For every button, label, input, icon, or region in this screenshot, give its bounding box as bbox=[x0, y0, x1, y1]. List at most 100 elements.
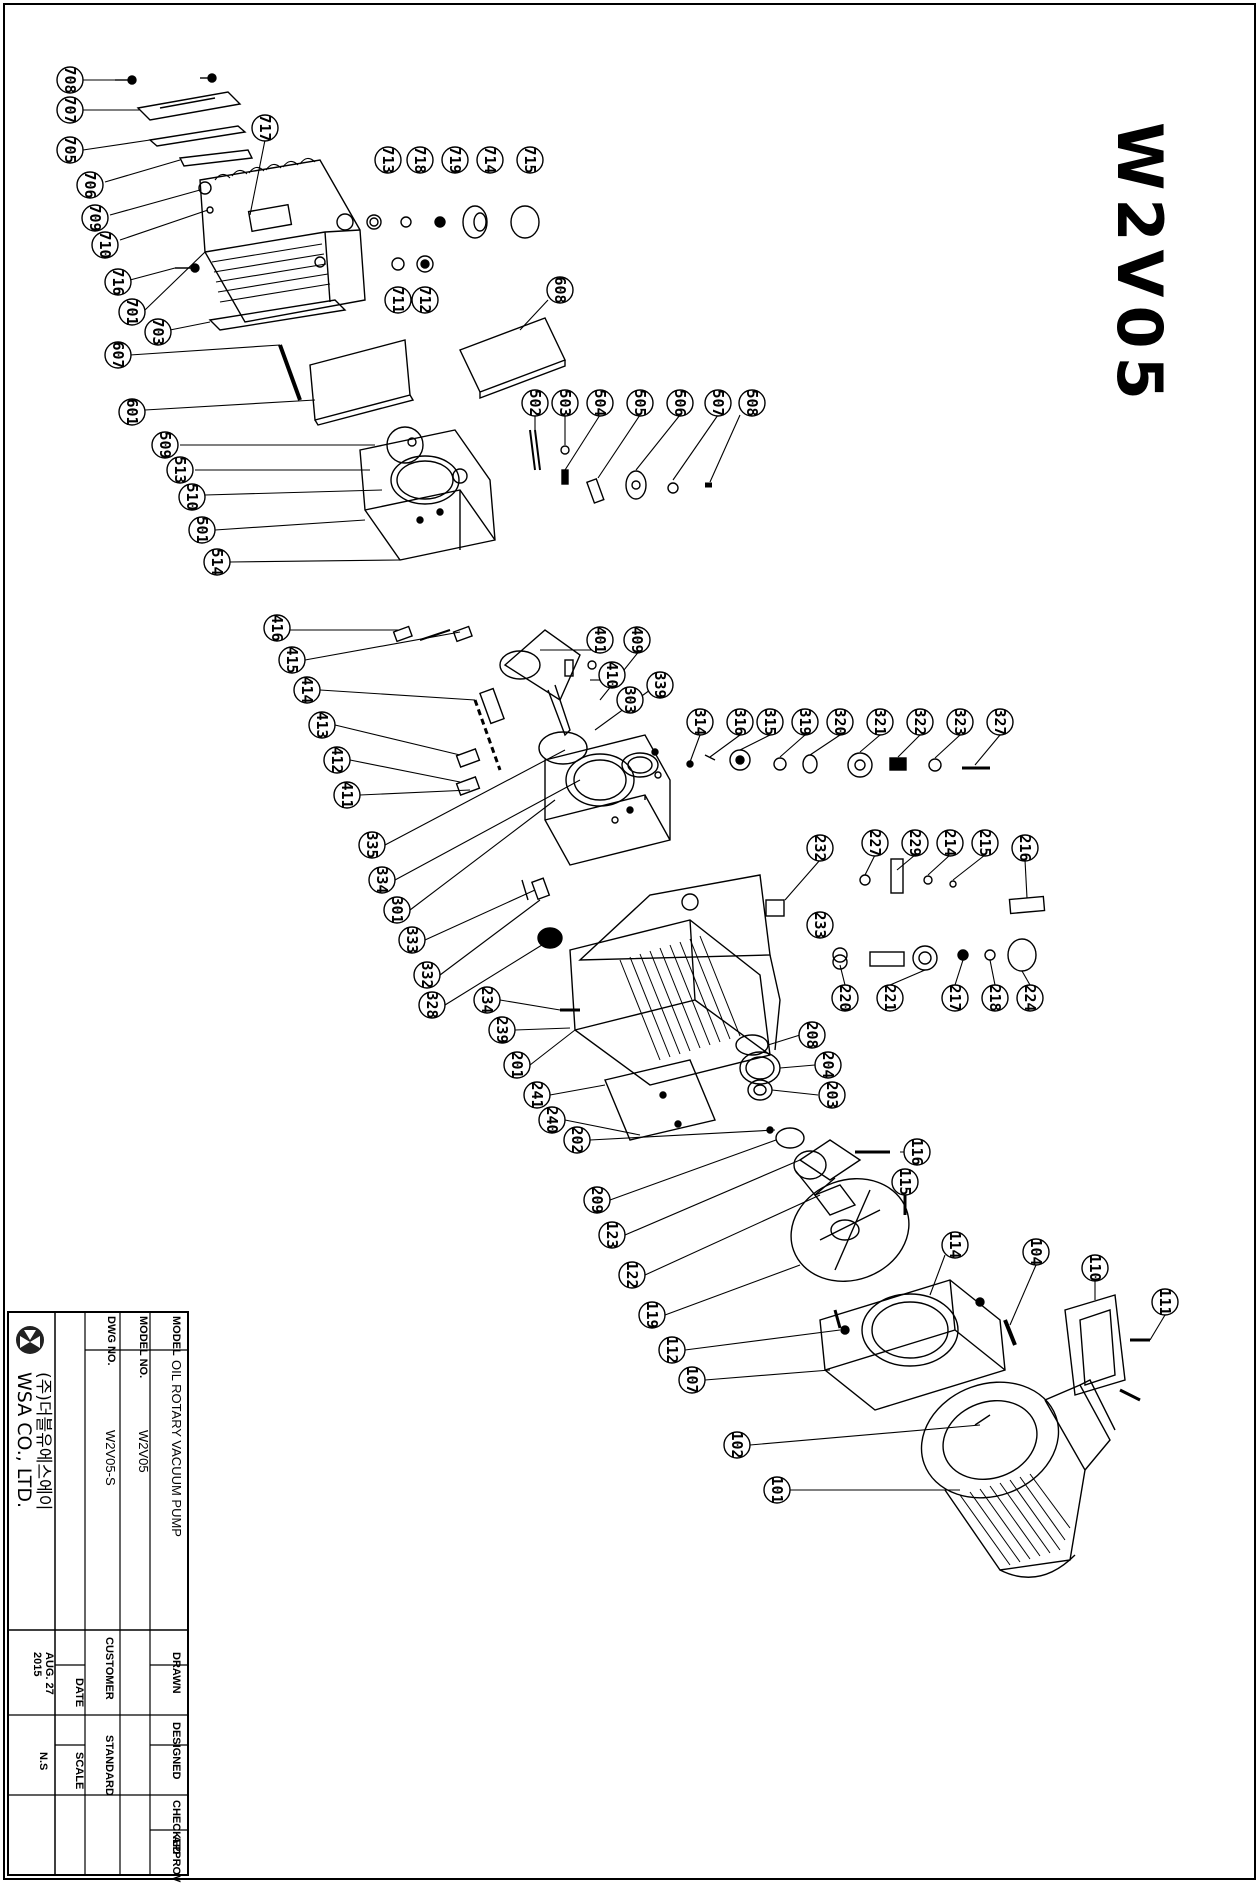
part-balloon-circle bbox=[583, 1186, 611, 1214]
part-balloon-circle bbox=[263, 614, 291, 642]
part-balloon-circle bbox=[866, 708, 894, 736]
part-number-label: 333 bbox=[403, 926, 421, 953]
exhaust-cover-assembly bbox=[115, 73, 540, 331]
part-balloon-712: 712 bbox=[411, 286, 439, 314]
part-balloon-circle bbox=[598, 661, 626, 689]
part-balloon-209: 209 bbox=[583, 1186, 611, 1214]
part-number-label: 502 bbox=[526, 389, 544, 416]
cylinder-block-assembly bbox=[359, 426, 712, 561]
part-balloon-112: 112 bbox=[658, 1336, 686, 1364]
part-balloon-102: 102 bbox=[723, 1431, 751, 1459]
part-balloon-circle bbox=[623, 626, 651, 654]
part-number-label: 215 bbox=[976, 829, 994, 856]
part-balloon-707: 707 bbox=[56, 96, 84, 124]
part-balloon-circle bbox=[523, 1081, 551, 1109]
part-balloon-220: 220 bbox=[831, 984, 859, 1012]
part-balloon-circle bbox=[704, 389, 732, 417]
part-number-label: 321 bbox=[871, 708, 889, 735]
part-balloon-123: 123 bbox=[598, 1221, 626, 1249]
part-number-label: 115 bbox=[896, 1168, 914, 1195]
part-balloon-circle bbox=[398, 926, 426, 954]
part-balloon-circle bbox=[658, 1336, 686, 1364]
part-number-label: 314 bbox=[691, 708, 709, 735]
date-value-line2: 2015 bbox=[31, 1652, 43, 1676]
part-number-label: 322 bbox=[911, 708, 929, 735]
sheet-border bbox=[3, 3, 1256, 1880]
part-balloon-circle bbox=[104, 268, 132, 296]
part-balloon-circle bbox=[521, 389, 549, 417]
part-balloon-114: 114 bbox=[941, 1231, 969, 1259]
part-balloon-circle bbox=[251, 114, 279, 142]
date-label: DATE bbox=[73, 1678, 85, 1707]
part-number-label: 505 bbox=[631, 389, 649, 416]
part-balloon-233: 233 bbox=[806, 911, 834, 939]
part-number-label: 409 bbox=[628, 626, 646, 653]
part-number-label: 339 bbox=[651, 671, 669, 698]
part-balloon-circle bbox=[406, 146, 434, 174]
part-balloon-circle bbox=[488, 1016, 516, 1044]
part-number-label: 514 bbox=[208, 548, 226, 575]
part-balloon-716: 716 bbox=[104, 268, 132, 296]
checked-label: CHECKED bbox=[170, 1800, 182, 1854]
part-number-label: 601 bbox=[123, 398, 141, 425]
part-balloon-circle bbox=[56, 66, 84, 94]
part-number-label: 104 bbox=[1027, 1238, 1045, 1265]
scale-value: N.S bbox=[37, 1752, 49, 1770]
part-number-label: 221 bbox=[881, 984, 899, 1011]
part-number-label: 713 bbox=[379, 146, 397, 173]
part-number-label: 705 bbox=[61, 136, 79, 163]
part-balloon-circle bbox=[666, 389, 694, 417]
part-balloon-circle bbox=[818, 1081, 846, 1109]
part-balloon-circle bbox=[941, 1231, 969, 1259]
part-balloon-301: 301 bbox=[383, 896, 411, 924]
part-balloon-328: 328 bbox=[418, 991, 446, 1019]
part-balloon-332: 332 bbox=[413, 961, 441, 989]
part-number-label: 708 bbox=[61, 66, 79, 93]
part-balloon-227: 227 bbox=[861, 829, 889, 857]
company-english: WSA CO., LTD. bbox=[13, 1372, 35, 1508]
part-balloon-circle bbox=[203, 548, 231, 576]
part-balloon-circle bbox=[726, 708, 754, 736]
part-number-label: 220 bbox=[836, 984, 854, 1011]
part-number-label: 107 bbox=[683, 1366, 701, 1393]
part-balloon-circle bbox=[441, 146, 469, 174]
title-block: MODEL MODEL NO. DWG NO. OIL ROTARY VACUU… bbox=[7, 1311, 189, 1883]
part-balloon-circle bbox=[118, 398, 146, 426]
part-balloon-334: 334 bbox=[368, 866, 396, 894]
part-balloon-701: 701 bbox=[118, 298, 146, 326]
part-number-label: 203 bbox=[823, 1081, 841, 1108]
part-balloon-circle bbox=[144, 318, 172, 346]
part-number-label: 513 bbox=[171, 456, 189, 483]
part-balloon-706: 706 bbox=[76, 171, 104, 199]
part-balloon-circle bbox=[333, 781, 361, 809]
part-balloon-508: 508 bbox=[738, 389, 766, 417]
part-number-label: 216 bbox=[1016, 834, 1034, 861]
part-number-label: 303 bbox=[621, 686, 639, 713]
part-balloon-315: 315 bbox=[756, 708, 784, 736]
part-balloon-circle bbox=[473, 986, 501, 1014]
part-balloon-circle bbox=[791, 708, 819, 736]
part-number-label: 101 bbox=[768, 1476, 786, 1503]
part-number-label: 316 bbox=[731, 708, 749, 735]
part-number-label: 717 bbox=[256, 114, 274, 141]
part-balloon-232: 232 bbox=[806, 834, 834, 862]
front-cylinder-assembly bbox=[521, 731, 990, 949]
part-balloon-circle bbox=[323, 746, 351, 774]
part-number-label: 209 bbox=[588, 1186, 606, 1213]
part-balloon-320: 320 bbox=[826, 708, 854, 736]
part-balloon-circle bbox=[586, 389, 614, 417]
part-number-label: 501 bbox=[193, 516, 211, 543]
part-balloon-509: 509 bbox=[151, 431, 179, 459]
part-number-label: 239 bbox=[493, 1016, 511, 1043]
part-number-label: 301 bbox=[388, 896, 406, 923]
part-balloon-circle bbox=[903, 1138, 931, 1166]
part-balloon-circle bbox=[646, 671, 674, 699]
part-balloon-208: 208 bbox=[798, 1021, 826, 1049]
part-number-label: 716 bbox=[109, 268, 127, 295]
part-number-label: 714 bbox=[481, 146, 499, 173]
part-balloon-709: 709 bbox=[81, 204, 109, 232]
part-number-label: 701 bbox=[123, 298, 141, 325]
part-number-label: 102 bbox=[728, 1431, 746, 1458]
part-number-label: 217 bbox=[946, 984, 964, 1011]
part-balloon-circle bbox=[166, 456, 194, 484]
